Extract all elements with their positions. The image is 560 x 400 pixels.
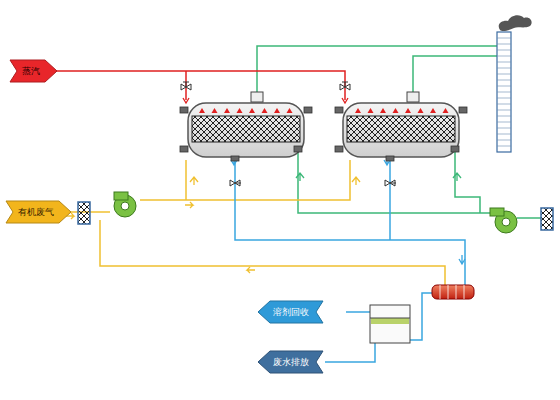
condenser	[432, 285, 474, 299]
chimney-brick	[497, 128, 511, 129]
chimney-brick	[497, 110, 511, 111]
chimney	[497, 15, 532, 152]
arrow-outline	[258, 351, 323, 373]
steam-spray	[249, 108, 255, 113]
arrow-outline	[10, 60, 57, 82]
arrow-label: 有机废气	[18, 207, 54, 218]
steam-spray	[355, 108, 361, 113]
steam-spray	[199, 108, 205, 113]
chimney-brick	[497, 122, 511, 123]
chimney-brick	[497, 44, 511, 45]
chimney-brick	[497, 74, 511, 75]
solvent-recovery-arrow: 溶剂回收	[258, 301, 323, 323]
steam-spray	[237, 108, 243, 113]
chimney-brick	[497, 56, 511, 57]
steam-line	[55, 71, 345, 100]
steam-spray	[393, 108, 399, 113]
fan	[114, 192, 517, 233]
steam-spray	[262, 108, 268, 113]
steam-spray	[199, 108, 449, 113]
chimney-brick	[497, 38, 511, 39]
chimney-brick	[497, 50, 511, 51]
waste-gas-inlet-arrow: 有机废气	[6, 201, 71, 223]
wastewater-arrow: 废水排放	[258, 351, 323, 373]
steam-spray	[368, 108, 374, 113]
steam-spray	[418, 108, 424, 113]
steam-spray	[287, 108, 293, 113]
gas-line	[62, 160, 445, 285]
arrow-outline	[6, 201, 71, 223]
chimney-brick	[497, 134, 511, 135]
steam-inlet-arrow: 蒸汽	[10, 60, 57, 82]
steam-spray	[443, 108, 449, 113]
flow-arrow	[66, 98, 465, 273]
filter	[78, 202, 553, 230]
separator-tank	[370, 305, 410, 343]
steam-spray	[212, 108, 218, 113]
chimney-brick	[497, 86, 511, 87]
steam-spray	[405, 108, 411, 113]
chimney-brick	[497, 68, 511, 69]
chimney-brick	[497, 92, 511, 93]
condensate-line	[235, 160, 465, 362]
steam-spray	[224, 108, 230, 113]
steam-spray	[430, 108, 436, 113]
chimney-brick	[497, 62, 511, 63]
arrow-label: 蒸汽	[22, 66, 40, 77]
steam-spray	[274, 108, 280, 113]
chimney-brick	[497, 140, 511, 141]
chimney-brick	[497, 146, 511, 147]
adsorber-tank	[180, 92, 467, 161]
chimney-brick	[497, 116, 511, 117]
arrow-outline	[258, 301, 323, 323]
chimney-brick	[497, 80, 511, 81]
steam-spray	[380, 108, 386, 113]
chimney-brick	[497, 104, 511, 105]
arrow-label: 废水排放	[273, 357, 309, 368]
chimney-brick	[497, 98, 511, 99]
arrow-label: 溶剂回收	[273, 307, 309, 318]
